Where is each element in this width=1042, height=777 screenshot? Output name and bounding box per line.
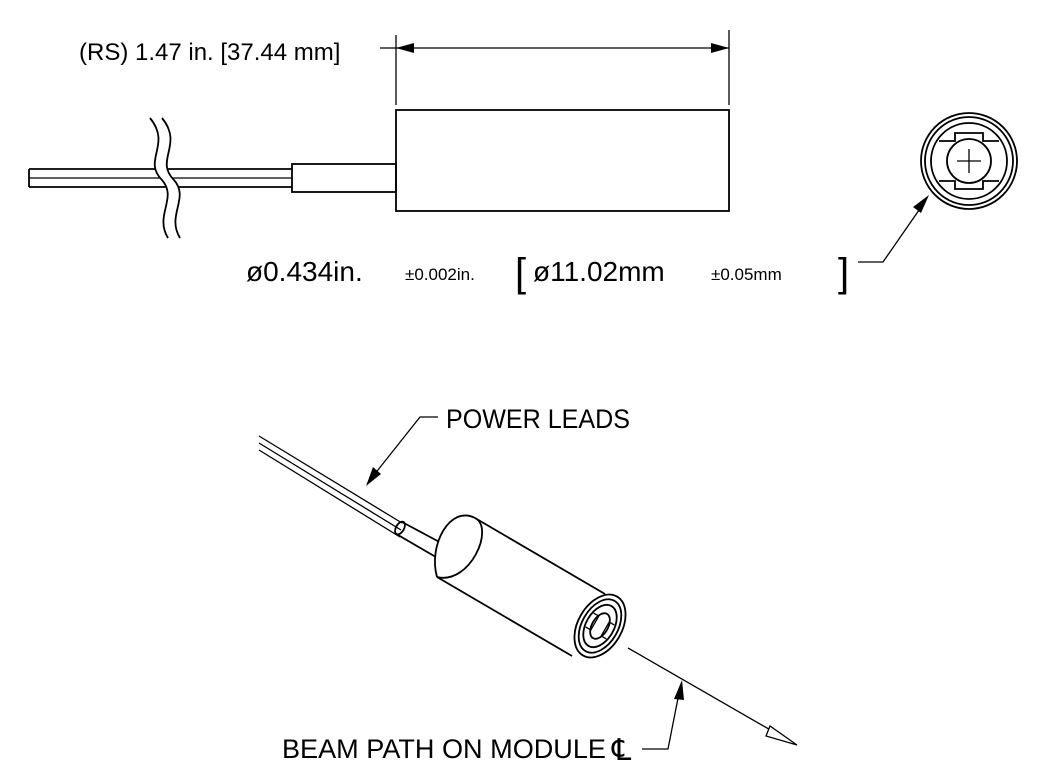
tolerance-inch-label: ±0.002in. [405,265,475,284]
diameter-inch-label: ø0.434in. [246,256,363,287]
diameter-callout: ø0.434in. ±0.002in. [ ø11.02mm ±0.05mm ] [246,251,849,295]
power-leads-label: POWER LEADS [446,404,630,434]
bracket-close: ] [838,251,849,295]
end-view [920,112,1018,210]
centerline-symbol: ℄ [611,733,631,768]
bracket-open: [ [515,251,526,295]
side-view [28,109,730,239]
module-body-side [395,109,730,212]
beam-path [627,647,798,746]
iso-module-body [434,514,606,657]
power-leads-callout: POWER LEADS [366,404,630,486]
iso-front-face [573,593,627,659]
beam-arrow [765,724,798,746]
length-dimension: (RS) 1.47 in. [37.44 mm] [79,30,730,105]
beam-path-callout: BEAM PATH ON MODULE ℄ [282,680,684,768]
leader-arrow [913,195,929,213]
length-dimension-label: (RS) 1.47 in. [37.44 mm] [79,39,340,66]
diameter-leader [858,195,929,263]
dimension-arrow-right [711,43,729,53]
isometric-view: POWER LEADS BEAM PATH ON MODULE ℄ [258,404,798,768]
beam-path-label: BEAM PATH ON MODULE [282,734,606,764]
dimension-arrow-left [396,43,414,53]
tolerance-mm-label: ±0.05mm [711,265,782,284]
diameter-mm-label: ø11.02mm [533,256,665,287]
wire-sleeve [291,163,397,193]
iso-wires [258,435,403,538]
wire-break-symbol [149,117,181,239]
